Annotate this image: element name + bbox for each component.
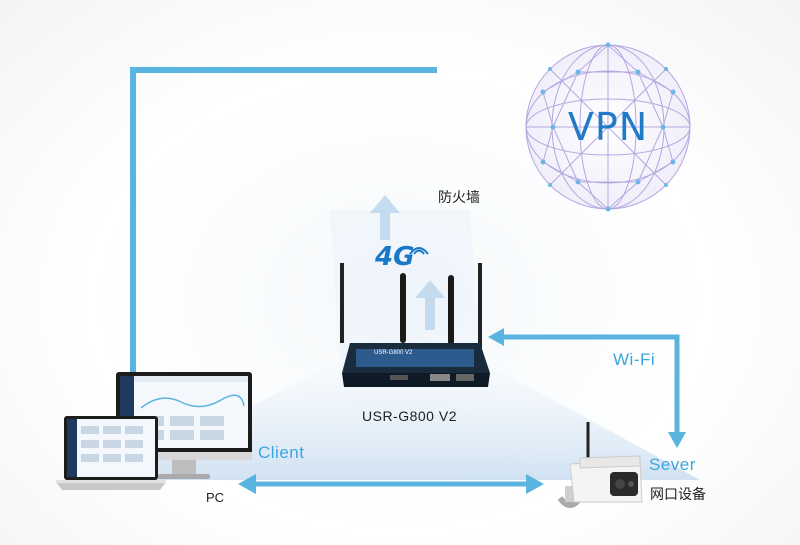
upload-arrows <box>370 195 445 330</box>
wifi-label: Wi-Fi <box>613 350 656 369</box>
client-arrow-right-icon <box>526 474 544 494</box>
globe-mesh-icon <box>525 42 691 212</box>
arrow-up-icon <box>415 280 445 330</box>
wifi-link-line <box>502 334 680 435</box>
antenna-icon <box>448 275 454 345</box>
camera-icon <box>557 422 643 508</box>
client-label: Client <box>258 443 305 462</box>
wifi-arrow-left-icon <box>488 328 504 346</box>
antenna-icon <box>340 263 344 343</box>
pc-label: PC <box>206 490 225 505</box>
router-model-label: USR-G800 V2 <box>362 408 457 424</box>
four-g-label: 4G <box>375 242 415 272</box>
vpn-label: VPN <box>567 105 649 149</box>
server-label: Sever <box>649 455 696 474</box>
laptop-icon <box>56 416 166 490</box>
wifi-arrow-down-icon <box>668 432 686 448</box>
client-arrow-left-icon <box>238 474 256 494</box>
antenna-icon <box>400 273 406 343</box>
router-icon <box>340 263 490 387</box>
antenna-icon <box>478 263 482 348</box>
firewall-label: 防火墙 <box>438 189 480 205</box>
four-g-badge: 4G <box>375 242 414 272</box>
vpn-link-line <box>130 67 437 372</box>
router-faceplate-label: USR-G800 V2 <box>374 350 413 356</box>
signal-icon <box>409 247 429 255</box>
arrow-up-icon <box>370 195 400 240</box>
network-device-label: 网口设备 <box>650 486 706 502</box>
vpn-globe: VPN <box>523 42 693 212</box>
